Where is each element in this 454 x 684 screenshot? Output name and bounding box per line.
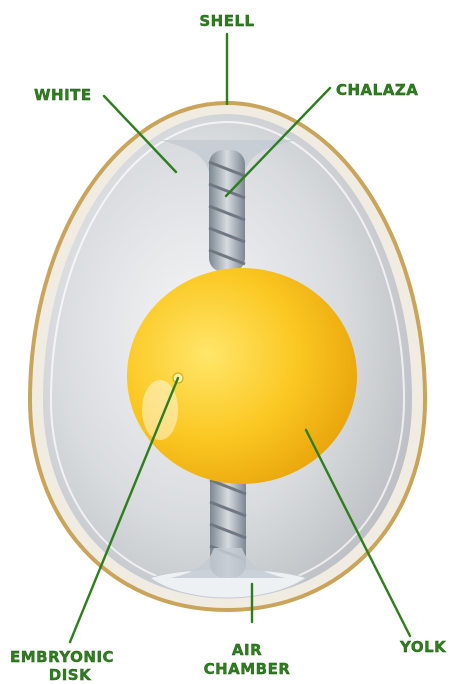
label-air-chamber-line1: AIR xyxy=(232,641,262,659)
label-embryonic-disk-line1: EMBRYONIC xyxy=(10,648,114,666)
label-chalaza: CHALAZA xyxy=(336,81,418,99)
label-embryonic-disk-line2: DISK xyxy=(49,666,92,684)
yolk xyxy=(127,268,357,484)
label-yolk: YOLK xyxy=(399,638,447,656)
label-white: WHITE xyxy=(34,86,92,104)
label-shell: SHELL xyxy=(199,12,254,30)
label-air-chamber-line2: CHAMBER xyxy=(204,660,291,678)
